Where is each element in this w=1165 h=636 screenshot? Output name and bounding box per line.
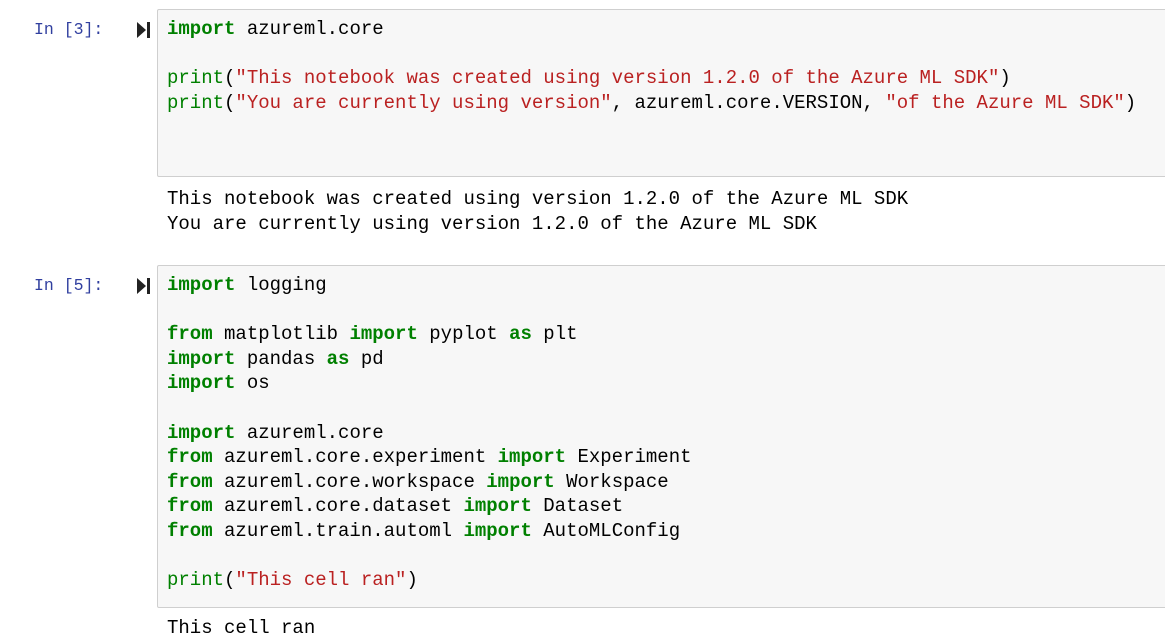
code-token: logging bbox=[235, 274, 327, 296]
code-token: pandas bbox=[235, 347, 327, 370]
input-prompt: In [5]: bbox=[34, 276, 104, 295]
cell-output: This notebook was created using version … bbox=[167, 187, 908, 236]
code-token: Dataset bbox=[531, 495, 624, 518]
code-editor[interactable]: import azureml.core print("This notebook … bbox=[167, 17, 1165, 165]
code-line: print("You are currently using version",… bbox=[167, 91, 1165, 116]
code-token: azureml.core bbox=[235, 18, 384, 40]
code-token: , azureml.core.VERSION, bbox=[611, 91, 886, 114]
code-token: matplotlib bbox=[212, 323, 350, 346]
code-token: AutoMLConfig bbox=[531, 519, 681, 542]
code-token: plt bbox=[531, 323, 578, 346]
code-token: azureml.core bbox=[235, 421, 384, 444]
code-token: azureml.train.automl bbox=[212, 519, 464, 542]
code-token: Experiment bbox=[566, 446, 692, 469]
code-token: ( bbox=[224, 569, 236, 592]
keyword-token: import bbox=[167, 18, 236, 40]
code-line: from azureml.core.dataset import Dataset bbox=[167, 494, 1165, 519]
keyword-token: import bbox=[497, 446, 567, 469]
string-token: "You are currently using version" bbox=[235, 91, 612, 114]
string-token: "This notebook was created using version… bbox=[235, 67, 1000, 90]
code-line: print("This notebook was created using v… bbox=[167, 66, 1165, 91]
input-prompt: In [3]: bbox=[34, 20, 104, 39]
code-token: os bbox=[235, 372, 270, 395]
output-line: This cell ran bbox=[167, 617, 316, 636]
code-line: import pandas as pd bbox=[167, 347, 1165, 372]
keyword-token: from bbox=[167, 470, 213, 493]
code-token: Workspace bbox=[554, 470, 669, 493]
keyword-token: import bbox=[349, 323, 418, 346]
code-line: import azureml.core bbox=[167, 421, 1165, 446]
code-line bbox=[167, 42, 1165, 67]
code-token: azureml.core.dataset bbox=[212, 495, 464, 518]
code-line: import os bbox=[167, 371, 1165, 396]
code-token: pd bbox=[349, 347, 384, 370]
keyword-token: import bbox=[486, 470, 555, 493]
keyword-token: from bbox=[167, 323, 213, 346]
output-line: You are currently using version 1.2.0 of… bbox=[167, 212, 817, 235]
code-token: azureml.core.experiment bbox=[212, 446, 498, 469]
builtin-token: print bbox=[167, 67, 225, 90]
code-line bbox=[167, 115, 1165, 140]
keyword-token: import bbox=[167, 274, 236, 296]
code-line: import logging bbox=[167, 273, 1165, 298]
code-token: ) bbox=[406, 569, 418, 592]
keyword-token: import bbox=[167, 372, 236, 395]
code-input-area[interactable]: import logging from matplotlib import pyp… bbox=[157, 265, 1165, 608]
keyword-token: from bbox=[167, 495, 213, 518]
code-line: from azureml.train.automl import AutoMLC… bbox=[167, 519, 1165, 544]
code-line bbox=[167, 396, 1165, 421]
keyword-token: from bbox=[167, 519, 213, 542]
code-token: ) bbox=[1124, 91, 1137, 114]
keyword-token: from bbox=[167, 446, 213, 469]
code-token: ( bbox=[224, 67, 236, 90]
keyword-token: import bbox=[167, 421, 236, 444]
cell-output: This cell ran bbox=[167, 616, 315, 636]
keyword-token: import bbox=[167, 347, 236, 370]
keyword-token: as bbox=[326, 347, 350, 370]
code-line: from azureml.core.experiment import Expe… bbox=[167, 445, 1165, 470]
builtin-token: print bbox=[167, 569, 225, 592]
string-token: "This cell ran" bbox=[235, 569, 407, 592]
code-line: from matplotlib import pyplot as plt bbox=[167, 322, 1165, 347]
keyword-token: as bbox=[509, 323, 532, 346]
code-line bbox=[167, 298, 1165, 323]
code-token: azureml.core.workspace bbox=[212, 470, 487, 493]
code-input-area[interactable]: import azureml.core print("This notebook … bbox=[157, 9, 1165, 177]
code-line bbox=[167, 140, 1165, 165]
keyword-token: import bbox=[463, 519, 532, 542]
string-token: "of the Azure ML SDK" bbox=[885, 91, 1125, 114]
code-line bbox=[167, 544, 1165, 569]
code-editor[interactable]: import logging from matplotlib import pyp… bbox=[167, 273, 1165, 593]
code-line: import azureml.core bbox=[167, 17, 1165, 42]
code-line: from azureml.core.workspace import Works… bbox=[167, 470, 1165, 495]
code-token: pyplot bbox=[417, 323, 510, 346]
run-cell-icon[interactable] bbox=[137, 278, 150, 294]
code-token: ) bbox=[999, 67, 1011, 90]
code-token: ( bbox=[224, 91, 236, 114]
code-line: print("This cell ran") bbox=[167, 568, 1165, 593]
builtin-token: print bbox=[167, 91, 225, 114]
output-line: This notebook was created using version … bbox=[167, 188, 909, 210]
keyword-token: import bbox=[463, 495, 532, 518]
run-cell-icon[interactable] bbox=[137, 22, 150, 38]
